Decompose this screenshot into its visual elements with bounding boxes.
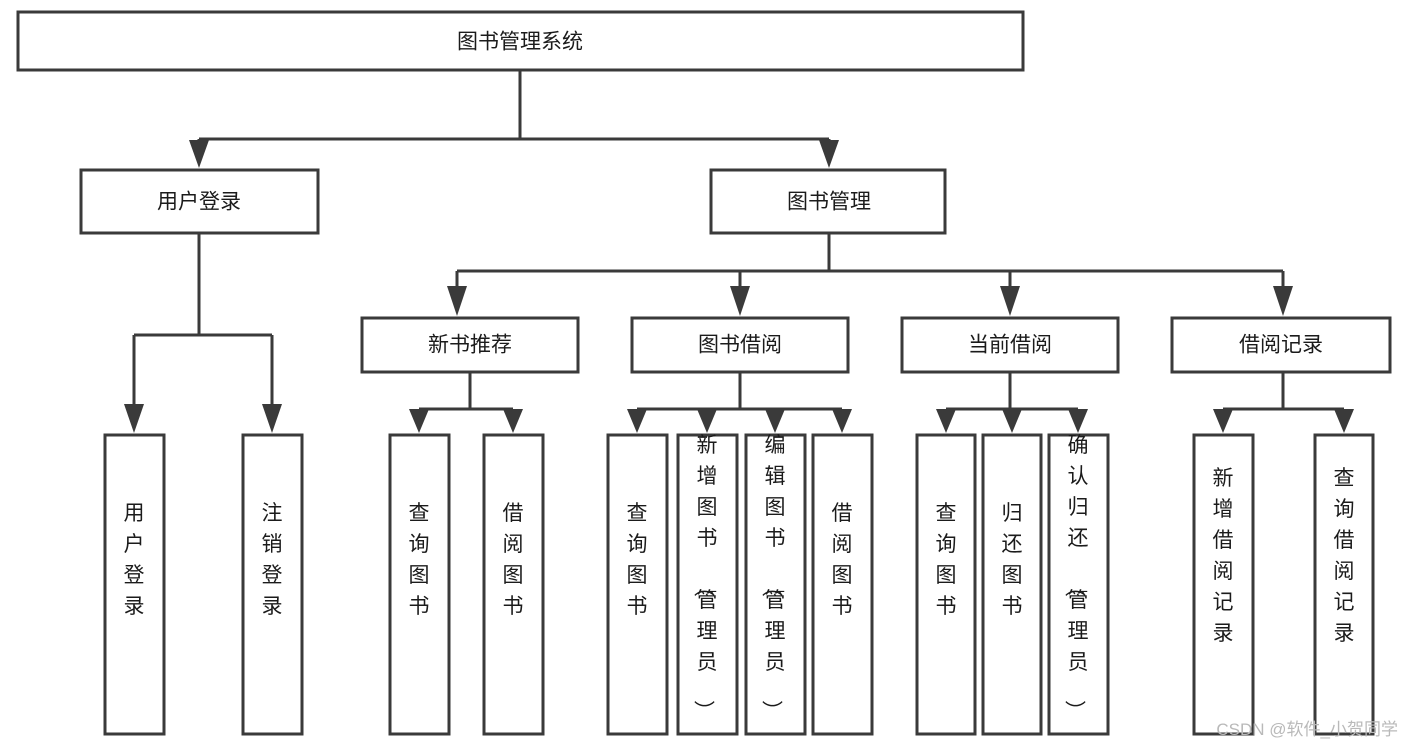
leaf-logout-login[interactable]: 注销登录: [241, 433, 304, 736]
arrow-head-leaf-borrow-book-1: [503, 409, 523, 433]
leaf-return-book-box[interactable]: [981, 433, 1043, 736]
leaf-query-book-2[interactable]: 查询图书: [606, 433, 669, 736]
connector-layer: [124, 70, 1354, 433]
arrow-head-leaf-user-login: [124, 404, 144, 433]
leaf-borrow-book-1[interactable]: 借阅图书: [482, 433, 545, 736]
node-root-box[interactable]: [16, 10, 1025, 72]
leaf-query-book-1-label: 查询图书: [409, 502, 430, 618]
leaf-add-borrow-record-box[interactable]: [1192, 433, 1255, 736]
arrow-head-leaf-query-book-1: [409, 409, 429, 433]
node-user-login-box[interactable]: [79, 168, 320, 235]
leaf-logout-login-box[interactable]: [241, 433, 304, 736]
node-book-manage-box[interactable]: [709, 168, 947, 235]
leaf-user-login-box[interactable]: [103, 433, 166, 736]
leaf-borrow-book-1-box[interactable]: [482, 433, 545, 736]
leaf-query-book-3-label: 查询图书: [936, 502, 957, 618]
leaf-add-borrow-record-label: 新增借阅记录: [1213, 467, 1234, 645]
node-root-label: 图书管理系统: [457, 31, 583, 54]
arrow-head-borrow-record: [1273, 286, 1293, 316]
leaf-confirm-return-box[interactable]: [1047, 433, 1110, 736]
arrow-head-leaf-query-book-2: [627, 409, 647, 433]
arrow-head-book-manage: [819, 140, 839, 168]
leaf-edit-book-label: 编辑图书（管理员）: [760, 434, 786, 721]
node-borrow-record-box[interactable]: [1170, 316, 1392, 374]
node-book-borrow[interactable]: 图书借阅: [630, 316, 850, 374]
node-new-book-recommend-label: 新书推荐: [428, 334, 512, 357]
leaf-return-book-label: 归还图书: [1002, 502, 1023, 618]
leaf-confirm-return-label: 确认归还（管理员）: [1063, 434, 1089, 721]
node-current-borrow-label: 当前借阅: [968, 334, 1052, 357]
leaf-borrow-book-2[interactable]: 借阅图书: [811, 433, 874, 736]
arrow-head-book-borrow: [730, 286, 750, 316]
node-borrow-record-label: 借阅记录: [1239, 334, 1323, 357]
leaf-user-login-label: 用户登录: [124, 502, 145, 618]
node-book-borrow-label: 图书借阅: [698, 334, 782, 357]
node-borrow-record[interactable]: 借阅记录: [1170, 316, 1392, 374]
node-book-borrow-box[interactable]: [630, 316, 850, 374]
node-book-manage-label: 图书管理: [787, 191, 871, 214]
leaf-edit-book[interactable]: 编辑图书（管理员）: [744, 433, 807, 736]
arrow-head-leaf-confirm-return: [1068, 409, 1088, 433]
leaf-add-borrow-record[interactable]: 新增借阅记录: [1192, 433, 1255, 736]
leaf-borrow-book-2-label: 借阅图书: [832, 502, 853, 618]
leaf-edit-book-box[interactable]: [744, 433, 807, 736]
leaf-logout-login-label: 注销登录: [262, 502, 283, 618]
leaf-confirm-return[interactable]: 确认归还（管理员）: [1047, 433, 1110, 736]
leaf-borrow-book-2-box[interactable]: [811, 433, 874, 736]
leaf-return-book[interactable]: 归还图书: [981, 433, 1043, 736]
node-user-login[interactable]: 用户登录: [79, 168, 320, 235]
arrow-head-leaf-add-borrow-record: [1213, 409, 1233, 433]
arrow-head-current-borrow: [1000, 286, 1020, 316]
node-current-borrow[interactable]: 当前借阅: [900, 316, 1120, 374]
leaf-add-book-label: 新增图书（管理员）: [692, 434, 718, 721]
leaf-query-book-1-box[interactable]: [388, 433, 451, 736]
arrow-head-user-login: [189, 140, 209, 168]
arrow-head-new-book-recommend: [447, 286, 467, 316]
leaf-query-book-1[interactable]: 查询图书: [388, 433, 451, 736]
leaf-query-book-3-box[interactable]: [915, 433, 977, 736]
node-current-borrow-box[interactable]: [900, 316, 1120, 374]
arrow-head-leaf-return-book: [1002, 409, 1022, 433]
leaf-query-book-3[interactable]: 查询图书: [915, 433, 977, 736]
leaf-query-borrow-record-box[interactable]: [1313, 433, 1375, 736]
node-new-book-recommend-box[interactable]: [360, 316, 580, 374]
arrow-head-leaf-query-book-3: [936, 409, 956, 433]
node-new-book-recommend[interactable]: 新书推荐: [360, 316, 580, 374]
leaf-add-book[interactable]: 新增图书（管理员）: [676, 433, 739, 736]
arrow-head-leaf-borrow-book-2: [832, 409, 852, 433]
node-book-manage[interactable]: 图书管理: [709, 168, 947, 235]
node-root[interactable]: 图书管理系统: [16, 10, 1025, 72]
arrow-head-leaf-edit-book: [765, 409, 785, 433]
leaf-user-login[interactable]: 用户登录: [103, 433, 166, 736]
arrow-head-leaf-query-borrow-record: [1334, 409, 1354, 433]
leaf-add-book-box[interactable]: [676, 433, 739, 736]
csdn-watermark: CSDN @软件_小贺同学: [1216, 720, 1398, 739]
leaf-borrow-book-1-label: 借阅图书: [503, 502, 524, 618]
arrow-head-leaf-add-book: [697, 409, 717, 433]
arrow-head-leaf-logout-login: [262, 404, 282, 433]
leaf-query-book-2-label: 查询图书: [627, 502, 648, 618]
node-user-login-label: 用户登录: [157, 191, 241, 214]
leaf-query-borrow-record[interactable]: 查询借阅记录: [1313, 433, 1375, 736]
leaf-query-book-2-box[interactable]: [606, 433, 669, 736]
leaf-query-borrow-record-label: 查询借阅记录: [1334, 467, 1355, 645]
